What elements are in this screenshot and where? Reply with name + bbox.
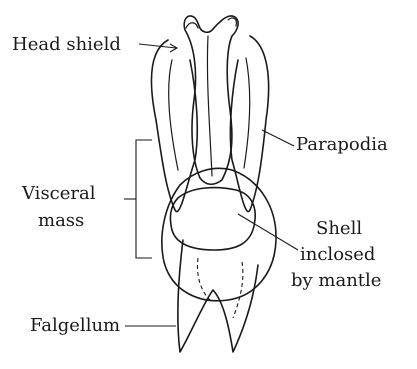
label-shell-line3: by mantle xyxy=(291,270,381,291)
labels: Head shield Parapodia Visceral mass Shel… xyxy=(12,34,388,336)
tail-outline xyxy=(178,240,258,352)
label-visceral-line2: mass xyxy=(38,210,84,231)
label-visceral-line1: Visceral xyxy=(21,183,96,204)
left-parapodium xyxy=(152,40,198,212)
label-head-shield: Head shield xyxy=(12,34,121,55)
tail-dashed-left xyxy=(198,258,211,300)
left-parapodium-inner xyxy=(169,60,178,170)
tail-dashed-right xyxy=(233,262,243,318)
parapodia-leader xyxy=(262,130,294,146)
label-parapodia: Parapodia xyxy=(296,134,388,155)
visceral-bracket xyxy=(136,140,152,258)
animal-outline xyxy=(152,16,277,352)
label-shell-line1: Shell xyxy=(316,218,362,239)
head-tentacle-right xyxy=(228,18,236,26)
head-shield-midline xyxy=(207,36,212,176)
head-tentacle-left xyxy=(186,23,198,28)
label-shell-line2: inclosed xyxy=(300,244,375,265)
right-parapodium-inner xyxy=(244,58,250,168)
shell-leader xyxy=(238,214,298,250)
label-flagellum: Falgellum xyxy=(30,315,120,336)
